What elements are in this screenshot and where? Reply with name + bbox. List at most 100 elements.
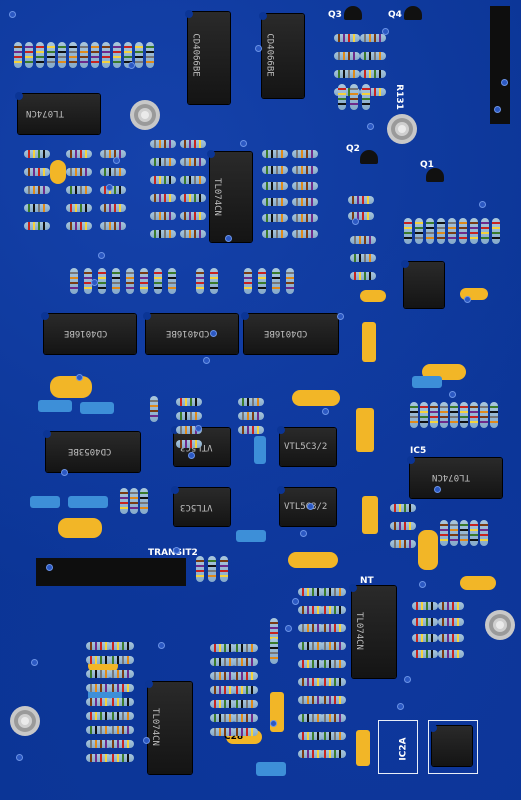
resistor: [108, 656, 134, 664]
capacitor: [254, 436, 266, 464]
resistor: [91, 42, 99, 68]
resistor: [24, 222, 50, 230]
resistor: [360, 52, 386, 60]
via: [450, 392, 455, 397]
resistor: [100, 204, 126, 212]
resistor: [292, 198, 318, 206]
resistor: [459, 218, 467, 244]
resistor: [360, 70, 386, 78]
resistor: [412, 602, 438, 610]
resistor: [430, 402, 438, 428]
resistor: [238, 412, 264, 420]
resistor: [238, 426, 264, 434]
resistor: [258, 268, 266, 294]
resistor: [176, 398, 202, 406]
resistor: [135, 42, 143, 68]
silkscreen-label: R131: [393, 84, 404, 110]
resistor: [108, 684, 134, 692]
chip-label: VTL5C3/2: [284, 442, 328, 452]
via: [286, 626, 291, 631]
ic-chip: CD4066BE: [259, 12, 304, 98]
transistor: [360, 150, 378, 164]
resistor: [24, 168, 50, 176]
resistor: [86, 670, 112, 678]
resistor: [238, 398, 264, 406]
resistor: [66, 150, 92, 158]
resistor: [150, 212, 176, 220]
resistor: [438, 618, 464, 626]
ic-chip: [401, 260, 444, 308]
resistor: [360, 34, 386, 42]
component-outline: [428, 720, 478, 774]
resistor: [168, 268, 176, 294]
via: [174, 548, 179, 553]
silkscreen-label: C28: [224, 732, 244, 742]
resistor: [140, 268, 148, 294]
capacitor: [50, 376, 92, 398]
silkscreen-label: Q1: [420, 160, 434, 170]
pin-header: [490, 6, 510, 124]
resistor: [292, 230, 318, 238]
capacitor: [256, 762, 286, 776]
resistor: [176, 440, 202, 448]
resistor: [210, 686, 236, 694]
resistor: [120, 488, 128, 514]
resistor: [69, 42, 77, 68]
capacitor: [418, 530, 438, 570]
resistor: [86, 754, 112, 762]
via: [293, 599, 298, 604]
mounting-hole: [489, 614, 511, 636]
mounting-hole: [14, 710, 36, 732]
resistor: [210, 268, 218, 294]
resistor: [320, 606, 346, 614]
via: [405, 677, 410, 682]
via: [114, 158, 119, 163]
via: [204, 358, 209, 363]
capacitor: [68, 496, 108, 508]
via: [129, 63, 134, 68]
silkscreen-label: NT: [360, 576, 374, 586]
chip-label: TL074CN: [26, 108, 64, 118]
chip-label: TL074CN: [432, 472, 470, 482]
chip-label: CD4053BE: [68, 446, 112, 456]
resistor: [232, 714, 258, 722]
resistor: [350, 84, 358, 110]
resistor: [14, 42, 22, 68]
resistor: [350, 254, 376, 262]
resistor: [298, 714, 324, 722]
via: [189, 453, 194, 458]
resistor: [210, 714, 236, 722]
resistor: [320, 732, 346, 740]
via: [10, 12, 15, 17]
ic-chip: CD4016BE: [41, 312, 136, 354]
capacitor: [58, 518, 102, 538]
resistor: [244, 268, 252, 294]
resistor: [150, 158, 176, 166]
resistor: [410, 402, 418, 428]
resistor: [210, 728, 236, 736]
resistor: [438, 602, 464, 610]
resistor: [390, 540, 416, 548]
resistor: [86, 656, 112, 664]
resistor: [210, 700, 236, 708]
resistor: [450, 520, 458, 546]
resistor: [24, 204, 50, 212]
ic-chip: VTL5C3: [171, 486, 230, 526]
ic-chip: TL074CN: [145, 680, 192, 774]
resistor: [298, 732, 324, 740]
resistor: [262, 214, 288, 222]
resistor: [298, 642, 324, 650]
resistor: [86, 642, 112, 650]
silkscreen-label: Q2: [346, 144, 360, 154]
resistor: [24, 150, 50, 158]
resistor: [150, 176, 176, 184]
resistor: [130, 488, 138, 514]
resistor: [196, 268, 204, 294]
resistor: [150, 194, 176, 202]
via: [420, 582, 425, 587]
resistor: [438, 650, 464, 658]
resistor: [210, 672, 236, 680]
via: [435, 487, 440, 492]
resistor: [232, 658, 258, 666]
resistor: [480, 520, 488, 546]
